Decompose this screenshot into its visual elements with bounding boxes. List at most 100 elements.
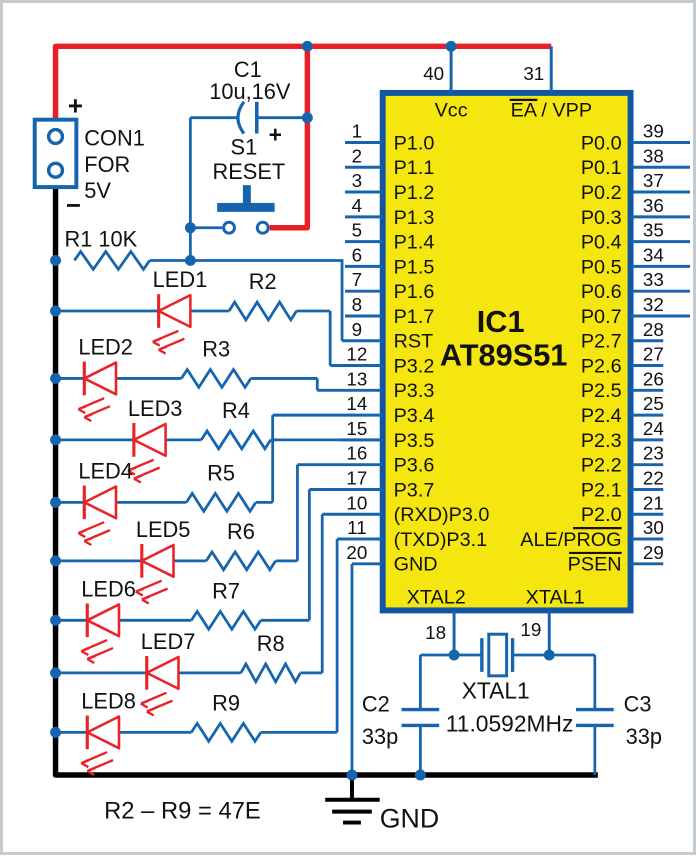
pin-label-27: P2.6 [581, 355, 622, 377]
pin-label-22: P2.1 [581, 479, 622, 501]
led-label: LED6 [81, 577, 136, 602]
s1-stem-icon [242, 185, 251, 205]
pin-label-1: P1.0 [394, 132, 435, 154]
led-row-3: LED3 R4 [55, 396, 383, 484]
pin-label-3: P1.2 [394, 182, 435, 204]
resistor-label: R6 [227, 519, 255, 544]
led-emission-arrow-icon [127, 458, 155, 476]
pin-number-8: 8 [352, 294, 362, 315]
led-emission-arrow-icon [86, 759, 114, 777]
pin-number-34: 34 [643, 244, 664, 265]
pin-number-30: 30 [643, 517, 664, 538]
pin-number-13: 13 [346, 368, 367, 389]
pin-number-29: 29 [643, 542, 664, 563]
row-wire [55, 377, 319, 391]
pin-label-16: P3.6 [394, 455, 435, 477]
pin-number-39: 39 [643, 121, 664, 142]
reset-wires [188, 116, 308, 261]
junction-dot [184, 222, 196, 234]
led-emission-arrow-icon [133, 466, 161, 484]
reset-network: + C1 10u,16V S1 RESET R1 10K [64, 57, 344, 341]
pin-label-35: P0.4 [581, 232, 622, 254]
pin-number-23: 23 [643, 443, 664, 464]
pin-label-33: P0.6 [581, 281, 622, 303]
pin-number-7: 7 [352, 269, 362, 290]
ic-part-label: AT89S51 [440, 338, 568, 373]
c3-value-label: 33p [626, 724, 662, 749]
junction-dot [346, 769, 358, 781]
resistor-icon [180, 366, 253, 390]
c2-value-label: 33p [362, 724, 398, 749]
resistor-icon [190, 720, 262, 744]
rst-wire [149, 259, 344, 341]
pin-label-17: P3.7 [394, 479, 435, 501]
pin-label-29: PSEN [568, 554, 622, 576]
row-wire [55, 489, 311, 622]
led-emission-arrow-icon [158, 337, 185, 355]
pin-label-38: P0.1 [581, 157, 622, 179]
junction-dot [50, 555, 61, 567]
resistor-note: R2 – R9 = 47E [104, 798, 261, 825]
gnd-label: GND [380, 804, 439, 834]
led-emission-arrow-icon [146, 699, 173, 717]
pin-label-21: P2.0 [581, 504, 622, 526]
pin-number-5: 5 [352, 220, 362, 241]
junction-dot [414, 769, 426, 781]
pin-number-38: 38 [643, 145, 664, 166]
ic-ref-label: IC1 [477, 304, 525, 339]
junction-dot [543, 649, 555, 661]
row-wire [55, 514, 324, 675]
led-triangle-icon [83, 485, 118, 520]
resistor-icon [200, 428, 272, 452]
junction-dot [50, 255, 61, 266]
pin-label-24: P2.3 [581, 430, 622, 452]
row-wire [55, 415, 275, 504]
resistor-label: R3 [202, 337, 230, 362]
c2-ref-label: C2 [362, 692, 390, 717]
ground-symbol-group: GND [325, 563, 439, 834]
pin-number-32: 32 [643, 294, 664, 315]
led-label: LED4 [78, 459, 133, 484]
pin-number-3: 3 [352, 170, 362, 191]
pin-number-33: 33 [643, 269, 664, 290]
con1-for-label: FOR [84, 152, 130, 177]
resistor-icon [227, 299, 298, 323]
led-emission-arrow-icon [80, 751, 108, 769]
led-triangle-icon [140, 543, 175, 578]
pin-number-24: 24 [643, 418, 664, 439]
con1-pin1-icon [46, 127, 65, 146]
led-emission-arrow-icon [141, 587, 169, 605]
pin18-number: 18 [425, 622, 446, 643]
s1-contact-right-icon [255, 220, 270, 235]
row-wire [55, 309, 332, 366]
ground-symbol-icon [325, 774, 380, 825]
pin-label-4: P1.3 [394, 207, 435, 229]
pin-label-15: P3.5 [394, 430, 435, 452]
pin-number-9: 9 [352, 319, 362, 340]
led-label: LED7 [141, 629, 196, 654]
pin-number-16: 16 [346, 443, 367, 464]
pin-number-28: 28 [643, 319, 664, 340]
pin-number-27: 27 [643, 344, 664, 365]
s1-contact-left-icon [222, 220, 236, 235]
led-label: LED3 [128, 396, 183, 421]
pin-number-22: 22 [643, 468, 664, 489]
junction-dot [50, 614, 61, 626]
pin-label-10: (RXD)P3.0 [394, 504, 490, 526]
junction-dot [301, 40, 313, 52]
con1-pin2-icon [46, 161, 65, 179]
led-emission-arrow-icon [83, 405, 111, 423]
led-triangle-icon [145, 655, 180, 691]
con1-connector: + − CON1 FOR 5V [32, 93, 145, 220]
pin-label-6: P1.5 [394, 256, 435, 278]
crystal-body-icon [487, 632, 509, 678]
c3-ref-label: C3 [624, 692, 652, 717]
row-wire [55, 539, 339, 734]
led-emission-arrow-icon [140, 691, 168, 709]
ic-right-pins: 39P0.038P0.137P0.236P0.335P0.434P0.533P0… [520, 121, 691, 576]
resistor-label: R4 [222, 398, 250, 423]
